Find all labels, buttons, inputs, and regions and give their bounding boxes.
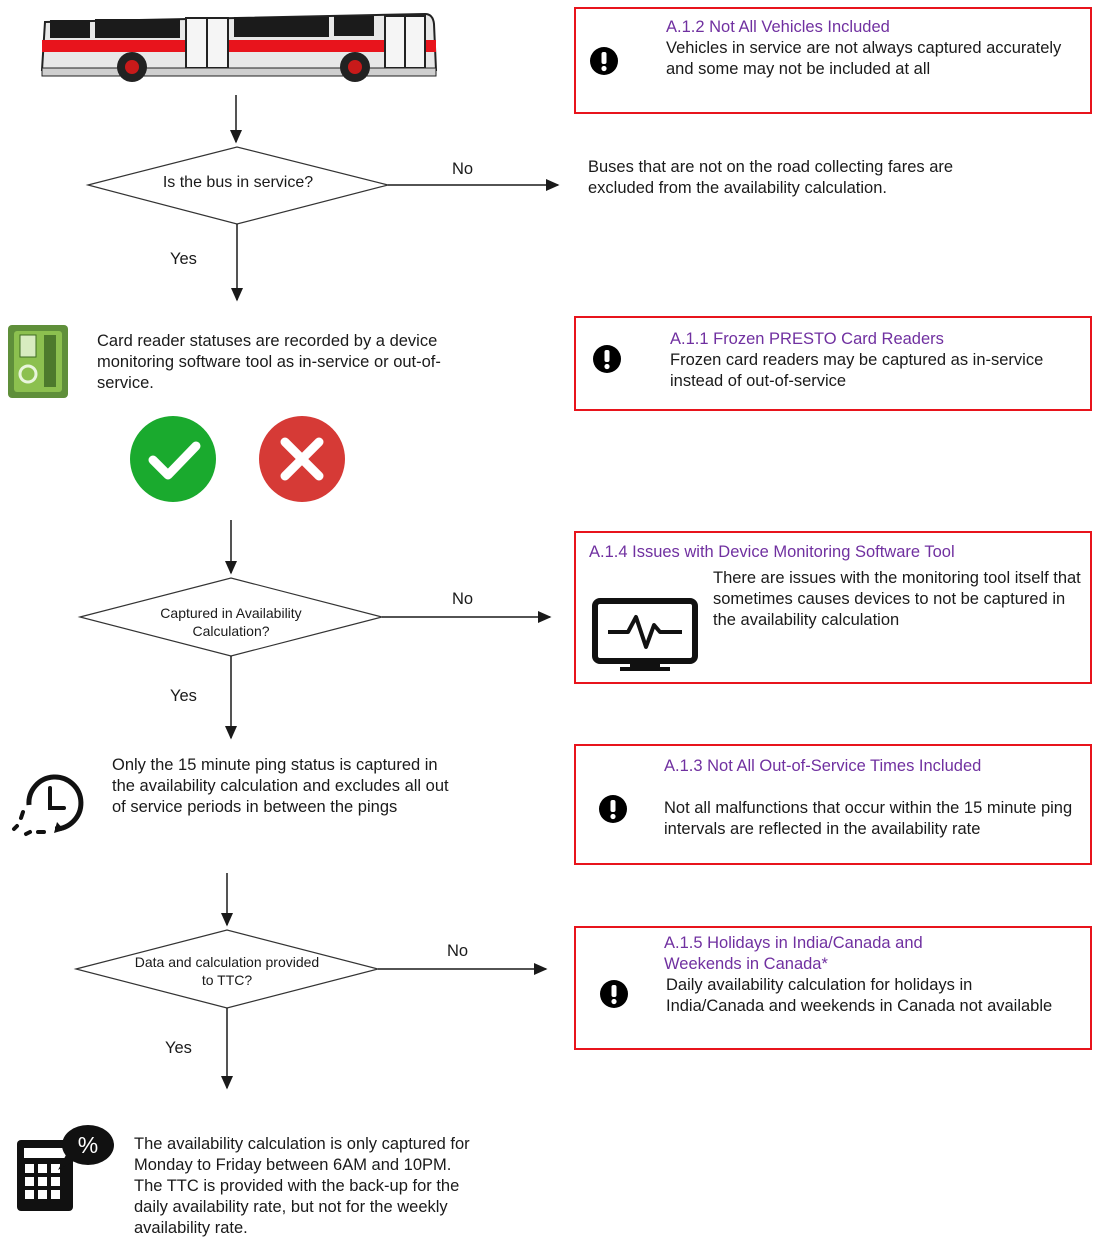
no-label: No [452, 590, 474, 608]
decision-in-service-label: Is the bus in service? [162, 174, 314, 191]
issue-body: Frozen card readers may be captured as i… [670, 351, 1044, 390]
issue-body: Not all malfunctions that occur within t… [664, 799, 1073, 838]
monitor-icon [592, 598, 698, 671]
issue-box-out-of-service-times: A.1.3 Not All Out-of-Service Times Inclu… [574, 744, 1092, 865]
exclamation-icon [590, 47, 618, 75]
exclamation-icon [593, 345, 621, 373]
card-reader-status-text: Card reader statuses are recorded by a d… [97, 332, 441, 392]
yes-label: Yes [170, 250, 197, 268]
yes-label: Yes [170, 687, 197, 705]
issue-box-vehicles: A.1.2 Not All Vehicles Included Vehicles… [574, 7, 1092, 114]
decision-captured-label: Captured in Availability Calculation? [160, 605, 302, 639]
issue-body: There are issues with the monitoring too… [713, 569, 1081, 629]
issue-box-holidays: A.1.5 Holidays in India/Canada and Weeke… [574, 926, 1092, 1050]
final-calculation-text: The availability calculation is only cap… [134, 1135, 470, 1237]
no-label: No [452, 160, 474, 178]
issue-body: Daily availability calculation for holid… [666, 976, 1053, 1015]
yes-label: Yes [165, 1039, 192, 1057]
issue-body: Vehicles in service are not always captu… [666, 39, 1062, 78]
cross-icon [259, 416, 345, 502]
clock-icon [12, 774, 84, 836]
excluded-buses-text: Buses that are not on the road collectin… [588, 158, 954, 197]
check-icon [130, 416, 216, 502]
exclamation-icon [600, 980, 628, 1008]
issue-box-monitoring-tool: A.1.4 Issues with Device Monitoring Soft… [574, 531, 1092, 684]
issue-title: A.1.5 Holidays in India/Canada and Weeke… [664, 934, 923, 973]
issue-title: A.1.4 Issues with Device Monitoring Soft… [589, 543, 955, 561]
issue-box-card-readers: A.1.1 Frozen PRESTO Card Readers Frozen … [574, 316, 1092, 411]
calculator-percent-icon: % [17, 1125, 114, 1211]
svg-text:%: % [78, 1132, 98, 1158]
exclamation-icon [599, 795, 627, 823]
no-label: No [447, 942, 469, 960]
bus-icon [40, 12, 438, 82]
issue-title: A.1.3 Not All Out-of-Service Times Inclu… [664, 757, 982, 775]
decision-provided-label: Data and calculation provided to TTC? [134, 954, 320, 988]
card-reader-icon [8, 325, 68, 398]
issue-title: A.1.1 Frozen PRESTO Card Readers [670, 330, 944, 348]
issue-title: A.1.2 Not All Vehicles Included [666, 18, 890, 36]
ping-status-text: Only the 15 minute ping status is captur… [112, 756, 449, 816]
